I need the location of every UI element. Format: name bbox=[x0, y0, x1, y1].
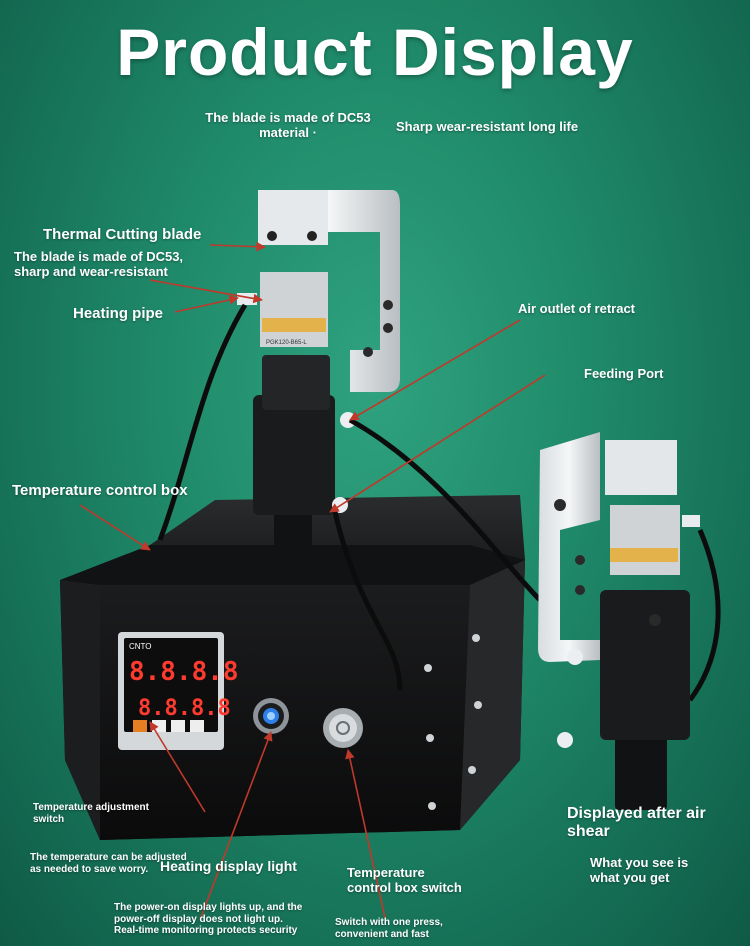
thermal-cutting-blade-label: Thermal Cutting blade bbox=[43, 226, 202, 243]
feeding-port-label: Feeding Port bbox=[584, 366, 664, 381]
callout-arrows bbox=[79, 241, 546, 921]
air-outlet-label: Air outlet of retract bbox=[518, 301, 636, 316]
blade-dc53-line2: sharp and wear-resistant bbox=[14, 263, 168, 279]
power-on-note: The power-on display lights up, and the … bbox=[114, 902, 302, 937]
box-switch-label: Temperature control box switch bbox=[347, 865, 462, 896]
temp-adjust-line1: Temperature adjustment bbox=[33, 802, 149, 813]
temp-adjusted-line1: The temperature can be adjusted bbox=[30, 852, 187, 863]
after-shear-label: Displayed after air shear bbox=[567, 805, 706, 842]
blade-dc53-note: The blade is made of DC53, sharp and wea… bbox=[14, 249, 184, 280]
controller-brand: CNTO bbox=[129, 642, 152, 651]
temperature-control-box-label: Temperature control box bbox=[12, 482, 188, 499]
heating-display-light bbox=[253, 698, 289, 734]
one-press-note: Switch with one press, convenient and fa… bbox=[335, 917, 443, 940]
blade-code: PGK120-B65-L bbox=[266, 340, 307, 346]
temperature-adjustment-label: Temperature adjustment switch bbox=[33, 802, 149, 825]
heating-display-light-label: Heating display light bbox=[160, 858, 297, 874]
down-key bbox=[171, 720, 185, 732]
what-you-see-line2: what you get bbox=[590, 869, 670, 885]
power-switch bbox=[323, 708, 363, 748]
secondary-cutter bbox=[538, 432, 700, 810]
temperature-controller: CNTO 8.8.8.8 8.8.8.8 bbox=[118, 632, 239, 750]
temp-adjust-line2: switch bbox=[33, 813, 65, 825]
after-shear-line2: shear bbox=[567, 823, 610, 841]
what-you-see-line1: What you see is bbox=[590, 855, 689, 870]
display-pv: 8.8.8.8 bbox=[129, 657, 239, 687]
cables bbox=[157, 303, 721, 702]
sharp-long-life-label: Sharp wear-resistant long life bbox=[396, 119, 579, 134]
blade-material-note: The blade is made of DC53 material · bbox=[200, 110, 376, 141]
one-press-line1: Switch with one press, bbox=[335, 917, 443, 928]
blade-material-line2: material · bbox=[259, 124, 317, 140]
up-key bbox=[190, 720, 204, 732]
power-on-line1: The power-on display lights up, and the bbox=[114, 902, 303, 913]
display-sv: 8.8.8.8 bbox=[138, 696, 231, 721]
set-key bbox=[133, 720, 147, 732]
one-press-line2: convenient and fast bbox=[335, 928, 429, 940]
blade-dc53-line1: The blade is made of DC53, bbox=[14, 249, 184, 264]
temp-adjusted-line2: as needed to save worry. bbox=[30, 863, 149, 875]
after-shear-line1: Displayed after air bbox=[567, 805, 706, 822]
what-you-see-label: What you see is what you get bbox=[590, 855, 689, 886]
power-on-line3: Real-time monitoring protects security bbox=[114, 925, 298, 936]
main-cutter-head: PGK120-B65-L bbox=[237, 190, 400, 570]
blade-material-line1: The blade is made of DC53 bbox=[205, 110, 371, 125]
page-title: Product Display bbox=[116, 15, 634, 89]
box-switch-line2: control box switch bbox=[347, 879, 462, 895]
temperature-adjusted-note: The temperature can be adjusted as neede… bbox=[30, 852, 187, 875]
heating-pipe-label: Heating pipe bbox=[73, 305, 164, 322]
power-on-line2: power-off display does not light up. bbox=[114, 913, 283, 925]
box-switch-line1: Temperature bbox=[347, 865, 425, 880]
